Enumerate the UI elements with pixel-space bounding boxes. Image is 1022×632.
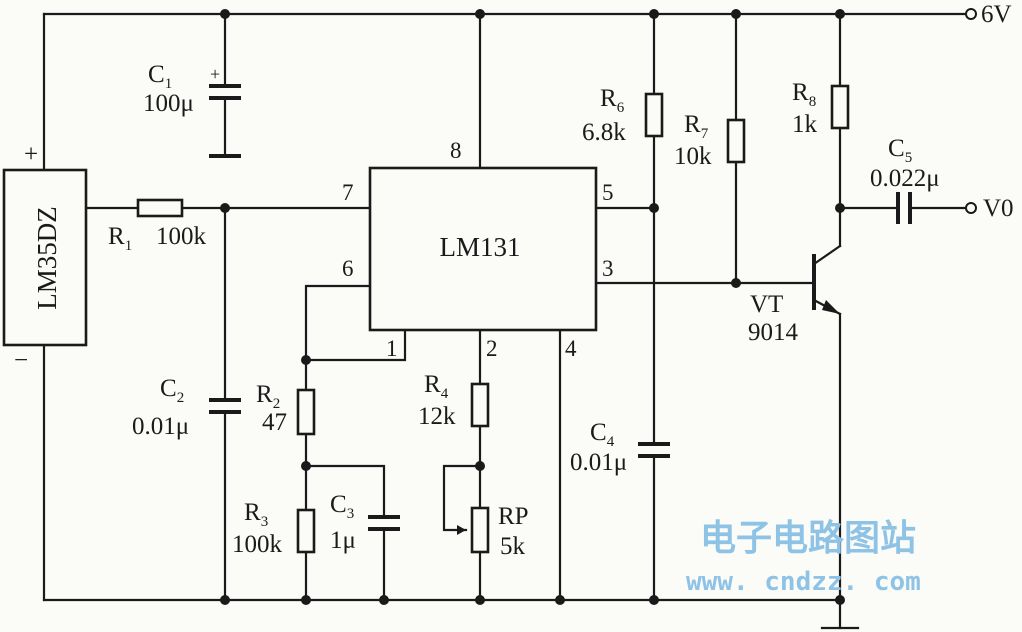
junctions	[220, 9, 845, 605]
vt-part: 9014	[748, 319, 799, 346]
output-label: V0	[983, 195, 1014, 222]
junction-dot	[731, 9, 741, 19]
capacitor-c3	[368, 515, 400, 531]
c2-label: C2	[160, 375, 184, 406]
junction-dot	[301, 355, 311, 365]
resistor-r8	[830, 84, 850, 130]
c4-value: 0.01μ	[570, 449, 627, 476]
sensor-name: LM35DZ	[32, 206, 62, 310]
c1-label: C1	[148, 61, 172, 92]
r1-label: R1	[108, 223, 132, 254]
r8-label: R8	[792, 79, 816, 110]
pin6-wire	[304, 284, 372, 362]
ic-pin-1: 1	[386, 336, 398, 361]
resistor-r7	[726, 118, 746, 164]
junction-dot	[835, 595, 845, 605]
junction-dot	[301, 461, 311, 471]
r2-label: R2	[256, 381, 280, 412]
junction-dot	[649, 203, 659, 213]
c3-top-wire	[304, 464, 386, 519]
r2-value: 47	[262, 409, 287, 436]
r6-label: R6	[600, 85, 625, 116]
supply-terminal	[965, 8, 977, 20]
r1-value: 100k	[156, 223, 207, 250]
c1-polarity: +	[210, 64, 220, 84]
ic-name: LM131	[440, 232, 521, 262]
c5-label: C5	[888, 135, 912, 166]
ic-pin-4: 4	[565, 336, 577, 361]
capacitor-c1	[209, 84, 241, 158]
collector-lead	[812, 244, 842, 266]
watermark-url: www. cndzz. com	[686, 567, 921, 597]
potentiometer-rp	[470, 506, 490, 554]
ic-pin-8: 8	[450, 138, 462, 163]
resistor-r6	[644, 92, 664, 138]
c4-label: C4	[590, 419, 615, 450]
vt-label: VT	[750, 291, 783, 318]
capacitor-c5	[896, 192, 912, 224]
pin1-wire	[304, 328, 407, 362]
junction-dot	[475, 9, 485, 19]
resistor-r1	[136, 198, 184, 218]
ic-pin-5: 5	[602, 180, 614, 205]
capacitor-c2	[209, 398, 241, 414]
junction-dot	[475, 461, 485, 471]
wiring	[42, 12, 968, 630]
junction-dot	[220, 203, 230, 213]
junction-dot	[220, 595, 230, 605]
transistor-vt	[812, 254, 840, 314]
rp-label: RP	[498, 503, 529, 530]
r3-label: R3	[244, 499, 268, 530]
watermark-title: 电子电路图站	[700, 518, 916, 559]
r3-value: 100k	[232, 531, 283, 558]
junction-dot	[301, 595, 311, 605]
r6-value: 6.8k	[582, 119, 626, 146]
resistor-r4	[470, 382, 490, 428]
sensor-minus-label: −	[14, 347, 28, 374]
sensor-plus-label: +	[24, 141, 38, 168]
r4-value: 12k	[418, 403, 456, 430]
output-terminal	[965, 202, 977, 214]
junction-dot	[835, 203, 845, 213]
c3-label: C3	[330, 491, 354, 522]
junction-dot	[731, 278, 741, 288]
emitter-arrow	[822, 300, 840, 314]
ic-pin-7: 7	[342, 180, 354, 205]
junction-dot	[649, 595, 659, 605]
rp-wiper-arrow	[457, 525, 466, 535]
capacitor-c4	[638, 442, 670, 458]
junction-dot	[835, 9, 845, 19]
ic-pin-6: 6	[342, 256, 354, 281]
ic-pin-2: 2	[486, 336, 498, 361]
lm35dz-sensor	[2, 168, 88, 347]
resistor-r3	[296, 508, 316, 554]
c1-value: 100μ	[143, 90, 194, 117]
junction-dot	[555, 595, 565, 605]
c3-value: 1μ	[330, 527, 356, 554]
junction-dot	[475, 595, 485, 605]
r8-value: 1k	[792, 111, 818, 138]
ic-pin-3: 3	[602, 256, 614, 281]
c5-value: 0.022μ	[870, 165, 940, 192]
r4-label: R4	[424, 371, 449, 402]
junction-dot	[649, 9, 659, 19]
c2-value: 0.01μ	[132, 413, 189, 440]
supply-label: 6V	[981, 1, 1012, 28]
r7-value: 10k	[674, 143, 712, 170]
rp-value: 5k	[500, 533, 526, 560]
junction-dot	[379, 595, 389, 605]
lm131-ic	[368, 166, 598, 332]
resistor-r2	[296, 388, 316, 436]
r7-label: R7	[684, 111, 709, 142]
rp-wiper-wire	[442, 464, 482, 532]
junction-dot	[220, 9, 230, 19]
